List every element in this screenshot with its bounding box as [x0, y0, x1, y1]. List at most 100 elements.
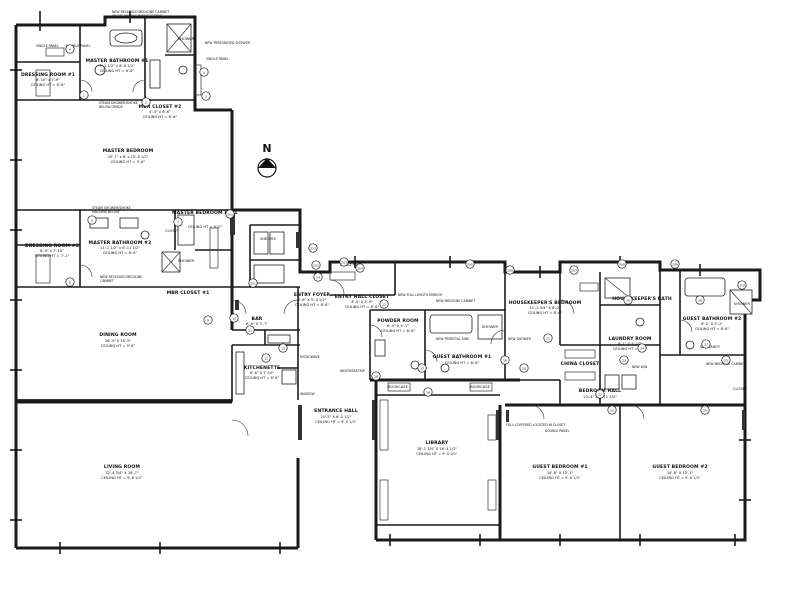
svg-text:NEW PERFORATED SHOWER: NEW PERFORATED SHOWER	[205, 41, 251, 45]
svg-text:8'-10" x 7'-9": 8'-10" x 7'-9"	[36, 78, 60, 82]
room-marker-26: 26	[700, 405, 710, 415]
room-marker-19: 19	[500, 355, 510, 365]
svg-text:CEILING HT = 9'-6": CEILING HT = 9'-6"	[101, 344, 136, 348]
room-marker-24: 24	[637, 343, 647, 353]
svg-text:25: 25	[724, 358, 728, 362]
room-label-guest-bathroom-1: GUEST BATHROOM #1 CEILING HT = 8'-6"	[433, 354, 492, 365]
room-marker-3: 3	[201, 91, 211, 101]
svg-text:DRESSING ROOM #1: DRESSING ROOM #1	[21, 72, 75, 78]
room-marker-6: 6	[87, 215, 97, 225]
interior-walls-west	[16, 17, 300, 404]
room-label-mbr-closet-1: MBR CLOSET #1	[167, 290, 210, 296]
svg-text:11'-1 1/2" x 6'-11 1/2": 11'-1 1/2" x 6'-11 1/2"	[100, 246, 140, 250]
room-marker-206: 206	[505, 265, 515, 275]
room-marker-11: 11	[245, 325, 255, 335]
room-marker-203: 203	[339, 257, 349, 267]
svg-text:MBR CLOSET #1: MBR CLOSET #1	[167, 290, 210, 296]
svg-text:24: 24	[640, 346, 644, 350]
room-marker-210: 210	[737, 280, 747, 290]
svg-text:12: 12	[264, 356, 268, 360]
room-label-china-closet: CHINA CLOSET	[561, 361, 600, 367]
svg-text:5: 5	[203, 70, 205, 74]
room-label-dressing-room-1: DRESSING ROOM #1 8'-10" x 7'-9" CEILING …	[21, 72, 75, 87]
room-marker-208: 208	[617, 259, 627, 269]
svg-text:NEW PEDESTAL SINK: NEW PEDESTAL SINK	[436, 337, 470, 341]
room-marker-25: 25	[721, 355, 731, 365]
svg-text:8'-9" x 7'-10": 8'-9" x 7'-10"	[40, 249, 64, 253]
north-arrow: N	[257, 142, 277, 178]
window-marks	[10, 11, 751, 554]
svg-text:CEILING HT = 9'-6 1/2": CEILING HT = 9'-6 1/2"	[101, 476, 142, 480]
room-marker-15: 15	[379, 299, 389, 309]
svg-text:20'-5" X 6'-0 1/2": 20'-5" X 6'-0 1/2"	[321, 415, 352, 419]
room-label-mbr-closet-2: MBR CLOSET #2 4'-3" x 6'-6" CEILING HT =…	[139, 104, 182, 119]
svg-text:CEILING HT = 8'-6": CEILING HT = 8'-6"	[445, 361, 480, 365]
room-marker-9: 9	[203, 315, 213, 325]
svg-text:CEILING HT = 8'-6": CEILING HT = 8'-6"	[528, 311, 563, 315]
svg-text:10: 10	[232, 316, 236, 320]
room-label-housekeepers-bedroom: HOUSEKEEPER'S BEDROOM 11'-2 3/4" X 8'-0"…	[509, 300, 582, 315]
svg-text:BOOKCASE: BOOKCASE	[388, 385, 408, 389]
svg-text:9: 9	[207, 318, 209, 322]
room-label-living-room: LIVING ROOM 32'-4 3/4" X 18'-7" CEILING …	[101, 464, 142, 480]
svg-text:MASTER BATHROOM #2: MASTER BATHROOM #2	[89, 240, 152, 246]
svg-text:SHOWER: SHOWER	[734, 302, 751, 306]
svg-text:CABINET: CABINET	[100, 279, 114, 283]
svg-text:9'-1 1/2" x 8'-6 1/2": 9'-1 1/2" x 8'-6 1/2"	[99, 64, 135, 68]
svg-text:NEW RECESSED MEDICINE: NEW RECESSED MEDICINE	[100, 275, 142, 279]
svg-text:MICROWAVE: MICROWAVE	[300, 355, 320, 359]
room-marker-30: 30	[607, 405, 617, 415]
room-marker-201: 201	[248, 278, 258, 288]
svg-text:CEILING HT = 8'-6": CEILING HT = 8'-6"	[143, 115, 178, 119]
room-label-entry-hall-closet: ENTRY HALL CLOSET 4'-4" X 3'-9" CEILING …	[335, 294, 390, 309]
svg-text:30: 30	[610, 408, 614, 412]
room-marker-29: 29	[623, 295, 633, 305]
svg-text:CEILING HT = 8'-6": CEILING HT = 8'-6"	[381, 329, 416, 333]
svg-text:CEILING HT = 8'-6": CEILING HT = 8'-6"	[345, 305, 380, 309]
svg-text:LIBRARY: LIBRARY	[426, 440, 449, 446]
svg-text:SINGLE PANEL: SINGLE PANEL	[36, 44, 59, 48]
svg-text:SINGLE PANEL: SINGLE PANEL	[340, 263, 363, 267]
svg-text:6'-0" X 4'-1": 6'-0" X 4'-1"	[387, 324, 409, 328]
svg-text:ENTRY HALL CLOSET: ENTRY HALL CLOSET	[335, 294, 390, 300]
svg-text:26: 26	[703, 408, 707, 412]
room-labels: MASTER BEDROOM 20'-7" x 8' x 15'-8 1/2" …	[21, 58, 741, 480]
structural-columns	[230, 213, 745, 440]
room-marker-12: 12	[261, 353, 271, 363]
svg-text:CEILING HT = 9'-0 1/2": CEILING HT = 9'-0 1/2"	[416, 452, 457, 456]
north-wall-master	[16, 15, 232, 112]
svg-text:WINDOW: WINDOW	[300, 392, 315, 396]
svg-text:6: 6	[91, 218, 93, 222]
svg-text:ABOVE MARBLE WAINSCOTTING: ABOVE MARBLE WAINSCOTTING	[112, 14, 164, 18]
svg-text:LIVING ROOM: LIVING ROOM	[104, 464, 140, 470]
svg-text:4'-3" x 6'-6": 4'-3" x 6'-6"	[149, 110, 171, 114]
svg-text:CEILING HT = 9'-0": CEILING HT = 9'-0"	[188, 225, 223, 229]
svg-text:19: 19	[503, 358, 507, 362]
room-label-entry-foyer: ENTRY FOYER 6'-6" X 5'-3 1/2" CEILING HT…	[294, 292, 331, 307]
svg-text:3: 3	[205, 94, 207, 98]
closet-shelving	[35, 47, 599, 521]
svg-text:11: 11	[248, 328, 252, 332]
svg-text:29: 29	[626, 298, 630, 302]
svg-text:KITCHENETTE: KITCHENETTE	[244, 365, 280, 371]
svg-text:204: 204	[357, 266, 363, 270]
svg-text:SHOWER: SHOWER	[482, 325, 499, 329]
svg-text:32'-4 3/4" X 18'-7": 32'-4 3/4" X 18'-7"	[105, 471, 139, 475]
room-marker-8: 8	[65, 277, 75, 287]
north-label: N	[262, 142, 271, 155]
room-label-bar: BAR 8'-6" X 3'-7"	[246, 316, 268, 326]
svg-text:CEILING HT = 9'-0 1/2": CEILING HT = 9'-0 1/2"	[659, 476, 700, 480]
svg-text:21: 21	[546, 336, 550, 340]
svg-text:8'-2" X 5'-2": 8'-2" X 5'-2"	[701, 322, 723, 326]
svg-text:NEW RECESSED MEDICINE CABINET: NEW RECESSED MEDICINE CABINET	[112, 10, 169, 14]
svg-text:206: 206	[507, 268, 513, 272]
svg-text:203: 203	[341, 260, 347, 264]
room-label-dining-room: DINING ROOM 26'-4" X 15'-9" CEILING HT =…	[99, 332, 137, 348]
room-marker-204: 204	[355, 263, 365, 273]
svg-text:27: 27	[704, 342, 708, 346]
svg-text:NEW MEDICINE CABINET: NEW MEDICINE CABINET	[436, 299, 475, 303]
svg-text:17: 17	[420, 366, 424, 370]
room-marker-23: 23	[619, 355, 629, 365]
svg-text:23: 23	[622, 358, 626, 362]
